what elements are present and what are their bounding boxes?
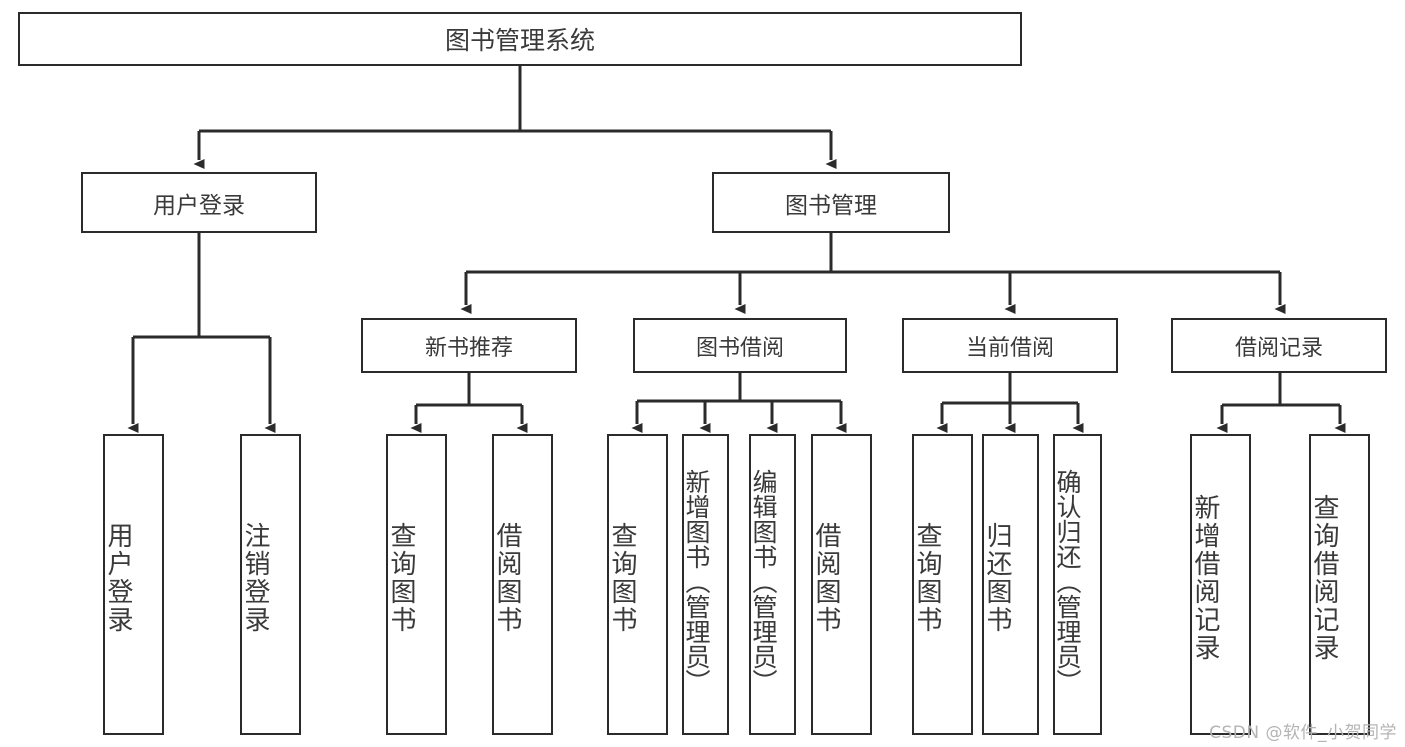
leaf-borrow-book-recommend[interactable]: 借阅图书	[492, 434, 553, 735]
leaf-query-book-borrow[interactable]: 查询图书	[607, 434, 668, 735]
node-book-management[interactable]: 图书管理	[712, 172, 950, 233]
leaf-confirm-return-admin[interactable]: 确认归还（管理员）	[1053, 434, 1102, 735]
node-borrow-record[interactable]: 借阅记录	[1171, 318, 1387, 373]
node-label: 新增借阅记录	[1190, 493, 1220, 662]
node-label: 图书借阅	[695, 335, 784, 361]
node-book-borrow[interactable]: 图书借阅	[633, 318, 847, 373]
leaf-logout[interactable]: 注销登录	[240, 434, 301, 735]
leaf-query-book-current[interactable]: 查询图书	[912, 434, 973, 735]
leaf-user-login[interactable]: 用户登录	[103, 434, 164, 735]
node-label: 借阅图书	[811, 521, 841, 634]
node-label: 查询图书	[607, 521, 637, 634]
node-label: 查询借阅记录	[1309, 493, 1339, 662]
node-label: 用户登录	[103, 521, 133, 634]
node-label: 借阅图书	[492, 521, 522, 634]
node-new-book-recommend[interactable]: 新书推荐	[361, 318, 577, 373]
node-root-system[interactable]: 图书管理系统	[18, 12, 1022, 66]
node-label: 归还图书	[982, 521, 1012, 634]
node-label: 编辑图书（管理员）	[749, 469, 778, 694]
node-label: 用户登录	[153, 192, 245, 219]
leaf-add-borrow-record[interactable]: 新增借阅记录	[1190, 434, 1251, 735]
node-label: 新增图书（管理员）	[682, 469, 711, 694]
node-label: 借阅记录	[1234, 335, 1323, 361]
leaf-return-book[interactable]: 归还图书	[982, 434, 1039, 735]
node-label: 新书推荐	[424, 335, 513, 361]
node-label: 确认归还（管理员）	[1053, 469, 1082, 694]
watermark: CSDN @软件_小贺同学	[1209, 723, 1397, 743]
node-user-login[interactable]: 用户登录	[81, 172, 317, 233]
leaf-edit-book-admin[interactable]: 编辑图书（管理员）	[749, 434, 796, 735]
node-label: 图书管理系统	[444, 26, 595, 55]
node-current-borrow[interactable]: 当前借阅	[902, 318, 1118, 373]
leaf-query-borrow-record[interactable]: 查询借阅记录	[1309, 434, 1370, 735]
node-label: 查询图书	[386, 521, 416, 634]
leaf-query-book-recommend[interactable]: 查询图书	[386, 434, 447, 735]
node-label: 查询图书	[912, 521, 942, 634]
node-label: 当前借阅	[965, 335, 1054, 361]
node-label: 图书管理	[785, 192, 877, 219]
leaf-add-book-admin[interactable]: 新增图书（管理员）	[682, 434, 729, 735]
leaf-borrow-book[interactable]: 借阅图书	[811, 434, 872, 735]
node-label: 注销登录	[240, 521, 270, 634]
